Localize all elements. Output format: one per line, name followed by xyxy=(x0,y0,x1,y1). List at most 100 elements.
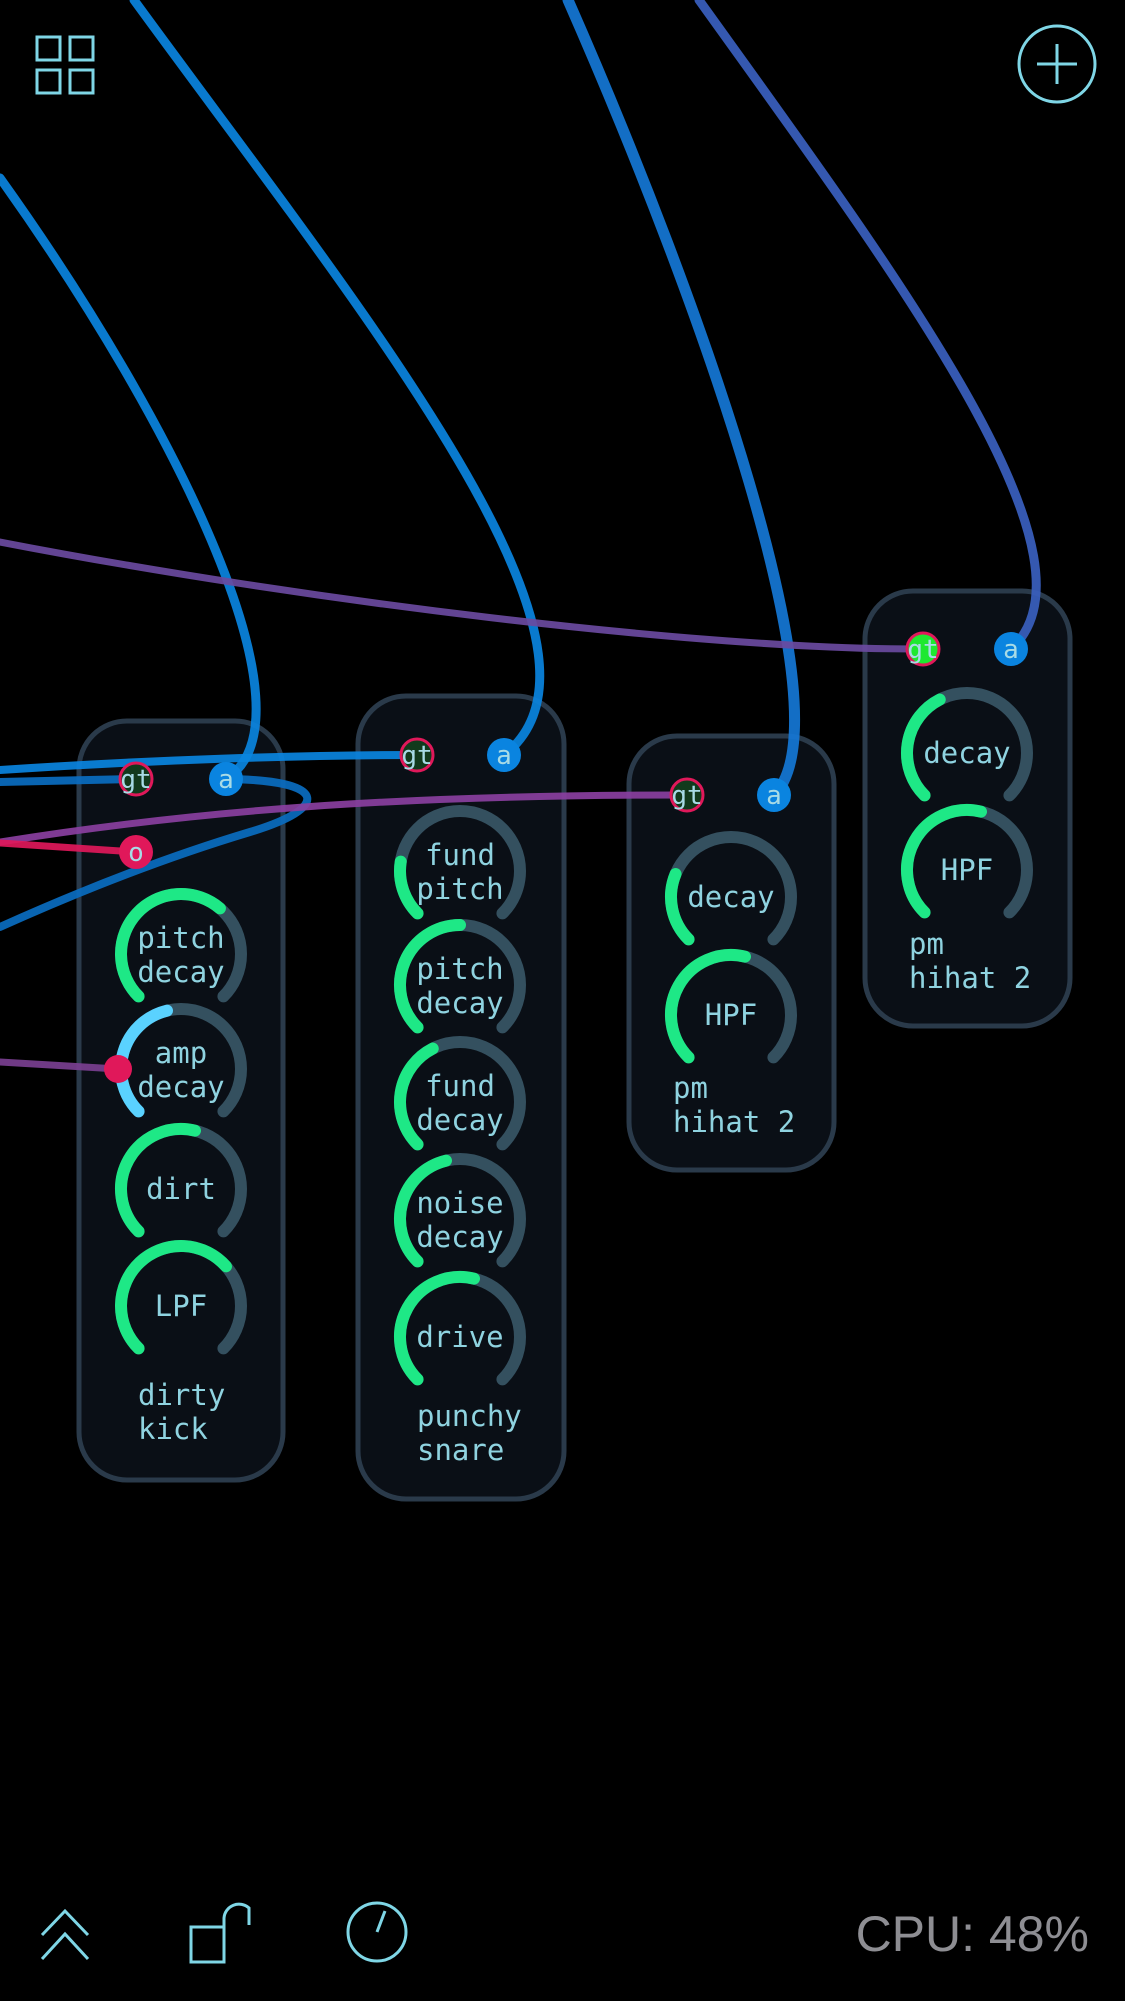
cable-purple[interactable] xyxy=(0,1058,122,1073)
gate-port-dot xyxy=(399,737,435,773)
port-label: gt xyxy=(401,741,432,771)
knob-label: pitch xyxy=(416,952,503,986)
knob-drive[interactable] xyxy=(394,1271,526,1386)
cable-blue[interactable] xyxy=(562,0,800,801)
module-pm-hihat-2[interactable] xyxy=(862,588,1073,1029)
knob-label: dirt xyxy=(146,1172,216,1206)
knob-hpf[interactable] xyxy=(665,949,797,1064)
knob-label: decay xyxy=(137,955,224,989)
knob-pitch-decay[interactable] xyxy=(115,888,247,1003)
port-label: gt xyxy=(907,635,938,665)
knob-value-arc xyxy=(901,693,946,802)
knob-value-arc xyxy=(115,1004,173,1118)
port-label: a xyxy=(218,765,234,795)
knob-label: HPF xyxy=(941,853,993,887)
knob-label: decay xyxy=(416,1220,503,1254)
module-title: kick xyxy=(138,1412,208,1446)
knob-value-arc xyxy=(901,804,988,919)
knob-label: decay xyxy=(416,986,503,1020)
clock-icon[interactable] xyxy=(346,1901,408,1963)
knob-value-arc xyxy=(115,1240,233,1355)
port-label: a xyxy=(1003,635,1019,665)
knob-lpf[interactable] xyxy=(115,1240,247,1355)
port-o[interactable]: o xyxy=(119,835,153,869)
port-label: a xyxy=(496,741,512,771)
unlock-icon[interactable] xyxy=(189,1902,251,1964)
gate-port-dot xyxy=(669,777,705,813)
module-title: snare xyxy=(417,1433,504,1467)
output-port-dot xyxy=(119,835,153,869)
knob-fund-pitch[interactable] xyxy=(394,805,526,920)
knob-dirt[interactable] xyxy=(115,1123,247,1238)
port-a[interactable]: a xyxy=(209,762,243,796)
module-punchy-snare[interactable] xyxy=(355,693,567,1502)
cable-blue[interactable] xyxy=(0,775,312,931)
port-label: a xyxy=(766,781,782,811)
module-pm-hihat-2[interactable] xyxy=(626,733,837,1173)
grid-cell xyxy=(35,35,62,62)
port-a[interactable]: a xyxy=(757,778,791,812)
chevron-double-up-icon[interactable] xyxy=(40,1908,90,1961)
knob-value-arc xyxy=(394,1271,481,1386)
knob-label: HPF xyxy=(705,998,757,1032)
knob-value-arc xyxy=(665,949,752,1064)
grid-cell xyxy=(35,68,62,95)
knob-label: fund xyxy=(425,838,495,872)
audio-port-dot xyxy=(994,632,1028,666)
knob-value-arc xyxy=(394,1042,439,1151)
port-a[interactable]: a xyxy=(487,738,521,772)
module-title: punchy xyxy=(417,1399,522,1433)
plus-circle-icon[interactable] xyxy=(1017,24,1097,104)
cable-red[interactable] xyxy=(0,839,140,856)
module-title: pm xyxy=(909,927,944,961)
knob-label: amp xyxy=(155,1036,207,1070)
cable-blue[interactable] xyxy=(0,751,421,774)
port-label: o xyxy=(128,838,144,868)
audio-port-dot xyxy=(209,762,243,796)
knob-label: decay xyxy=(416,1103,503,1137)
port-label: gt xyxy=(671,781,702,811)
gate-port-dot xyxy=(905,631,941,667)
knob-noise-decay[interactable] xyxy=(394,1153,526,1268)
knob-pitch-decay[interactable] xyxy=(394,919,526,1034)
port-gt[interactable]: gt xyxy=(669,777,705,813)
module-title: dirty xyxy=(138,1378,225,1412)
knob-decay[interactable] xyxy=(901,687,1033,802)
knob-value-arc xyxy=(115,1123,202,1238)
knob-label: decay xyxy=(687,880,774,914)
knob-label: pitch xyxy=(416,872,503,906)
grid-cell xyxy=(68,35,95,62)
module-frame xyxy=(76,718,286,1483)
modulation-input-dot[interactable] xyxy=(104,1055,132,1083)
knob-value-arc xyxy=(665,868,695,946)
cable-blue[interactable] xyxy=(0,775,140,786)
knob-label: decay xyxy=(137,1070,224,1104)
knob-hpf[interactable] xyxy=(901,804,1033,919)
cable-purple[interactable] xyxy=(0,538,927,653)
cable-blue[interactable] xyxy=(129,0,545,760)
knob-label: LPF xyxy=(155,1289,207,1323)
port-label: gt xyxy=(120,765,151,795)
knob-decay[interactable] xyxy=(665,831,797,946)
grid-cell xyxy=(68,68,95,95)
port-gt[interactable]: gt xyxy=(399,737,435,773)
knob-value-arc xyxy=(394,919,466,1034)
knob-label: fund xyxy=(425,1069,495,1103)
cable-purple[interactable] xyxy=(0,791,691,846)
knob-label: noise xyxy=(416,1186,503,1220)
knob-fund-decay[interactable] xyxy=(394,1036,526,1151)
module-title: hihat 2 xyxy=(909,961,1031,995)
knob-label: drive xyxy=(416,1320,503,1354)
knob-label: pitch xyxy=(137,921,224,955)
port-a[interactable]: a xyxy=(994,632,1028,666)
grid-icon[interactable] xyxy=(35,35,95,95)
cpu-usage-label: CPU: 48% xyxy=(855,1906,1089,1962)
port-gt[interactable]: gt xyxy=(118,761,154,797)
module-title: pm xyxy=(673,1071,708,1105)
knob-label: decay xyxy=(923,736,1010,770)
port-gt[interactable]: gt xyxy=(905,631,941,667)
knob-value-arc xyxy=(394,1154,452,1268)
cable-blue[interactable] xyxy=(0,173,261,784)
cable-indigo[interactable] xyxy=(694,0,1041,654)
